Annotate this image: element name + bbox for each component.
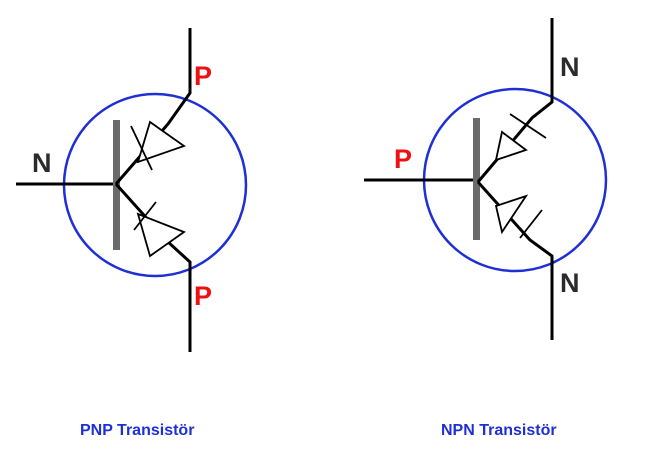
npn-transistor-symbol: P N N bbox=[364, 18, 608, 340]
pnp-emitter-wire bbox=[114, 182, 192, 352]
pnp-transistor-symbol: N P P bbox=[16, 28, 248, 352]
pnp-base-label: N bbox=[32, 148, 52, 178]
npn-emitter-label: N bbox=[560, 268, 580, 298]
pnp-collector-label: P bbox=[194, 61, 212, 91]
npn-lower-diode bbox=[494, 194, 543, 239]
pnp-lower-diode bbox=[133, 201, 186, 258]
npn-collector-label: N bbox=[560, 52, 580, 82]
pnp-caption: PNP Transistör bbox=[80, 422, 195, 439]
npn-collector-wire bbox=[476, 18, 554, 183]
npn-upper-diode bbox=[494, 113, 547, 162]
npn-base-label: P bbox=[394, 144, 412, 174]
pnp-upper-diode bbox=[130, 120, 186, 171]
pnp-emitter-label: P bbox=[194, 281, 212, 311]
npn-base-bar bbox=[473, 118, 480, 240]
pnp-collector-wire bbox=[114, 28, 192, 185]
npn-caption: NPN Transistör bbox=[441, 422, 557, 439]
